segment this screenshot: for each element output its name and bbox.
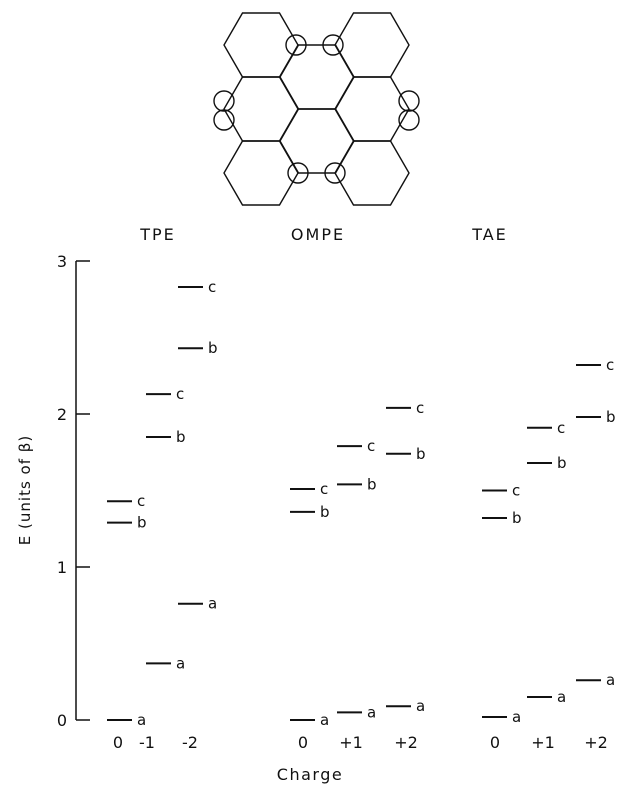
energy-level-label: b: [557, 454, 567, 472]
substituent-circle: [285, 34, 307, 56]
energy-level-label: c: [137, 492, 145, 510]
charge-tick-label: +1: [531, 733, 555, 752]
hexagon-ring: [223, 140, 299, 206]
y-tick-label: 3: [57, 252, 67, 271]
charge-tick-label: 0: [490, 733, 500, 752]
x-axis-label: Charge: [277, 765, 343, 784]
substituent-circle: [324, 162, 346, 184]
energy-level-label: c: [176, 385, 184, 403]
energy-level-label: a: [367, 703, 376, 721]
y-tick-label: 1: [57, 558, 67, 577]
energy-level-label: c: [208, 278, 216, 296]
charge-tick-label: +2: [394, 733, 418, 752]
charge-tick-label: +1: [339, 733, 363, 752]
group-label-ompe: OMPE: [291, 225, 345, 244]
energy-level-label: b: [137, 514, 147, 532]
substituent-circle: [398, 109, 420, 131]
y-axis-label: E (units of β): [16, 435, 34, 545]
energy-level-label: b: [606, 408, 616, 426]
substituent-circle: [213, 90, 235, 112]
energy-level-label: a: [557, 688, 566, 706]
charge-tick-label: -1: [139, 733, 155, 752]
substituent-circle: [398, 90, 420, 112]
charge-tick-label: 0: [298, 733, 308, 752]
hexagon-ring: [223, 76, 299, 142]
energy-level-label: c: [512, 482, 520, 500]
energy-level-label: a: [416, 697, 425, 715]
energy-level-label: a: [512, 708, 521, 726]
y-axis-ticks: 0 1 2 3: [57, 252, 90, 730]
hexagon-ring: [334, 76, 410, 142]
group-label-tae: TAE: [471, 225, 508, 244]
hexagon-ring: [334, 12, 410, 78]
substituent-circle: [213, 109, 235, 131]
energy-level-label: c: [367, 437, 375, 455]
energy-level-label: a: [606, 671, 615, 689]
hexagon-ring: [223, 12, 299, 78]
energy-level-label: b: [367, 475, 377, 493]
group-label-tpe: TPE: [139, 225, 176, 244]
energy-level-label: b: [208, 339, 218, 357]
hexagon-ring: [279, 108, 355, 174]
molecule-structure-drawing: [213, 12, 420, 206]
charge-tick-label: 0: [113, 733, 123, 752]
energy-level-label: c: [416, 399, 424, 417]
charge-tick-label: -2: [182, 733, 198, 752]
hexagon-ring: [279, 44, 355, 110]
energy-level-label: a: [176, 654, 185, 672]
y-tick-label: 2: [57, 405, 67, 424]
energy-level-label: c: [320, 480, 328, 498]
energy-level-label: b: [320, 503, 330, 521]
charge-tick-label: +2: [584, 733, 608, 752]
energy-level-label: b: [176, 428, 186, 446]
energy-level-label: a: [320, 711, 329, 729]
energy-level-label: c: [557, 419, 565, 437]
y-tick-label: 0: [57, 711, 67, 730]
energy-level-label: c: [606, 356, 614, 374]
energy-level-label: a: [208, 595, 217, 613]
charge-tick-labels: 0 -1 -2 0 +1 +2 0 +1 +2: [113, 733, 608, 752]
energy-level-label: b: [512, 509, 522, 527]
energy-level-label: b: [416, 445, 426, 463]
substituent-circle: [287, 162, 309, 184]
substituent-circle: [322, 34, 344, 56]
energy-level-label: a: [137, 711, 146, 729]
hexagon-ring: [334, 140, 410, 206]
